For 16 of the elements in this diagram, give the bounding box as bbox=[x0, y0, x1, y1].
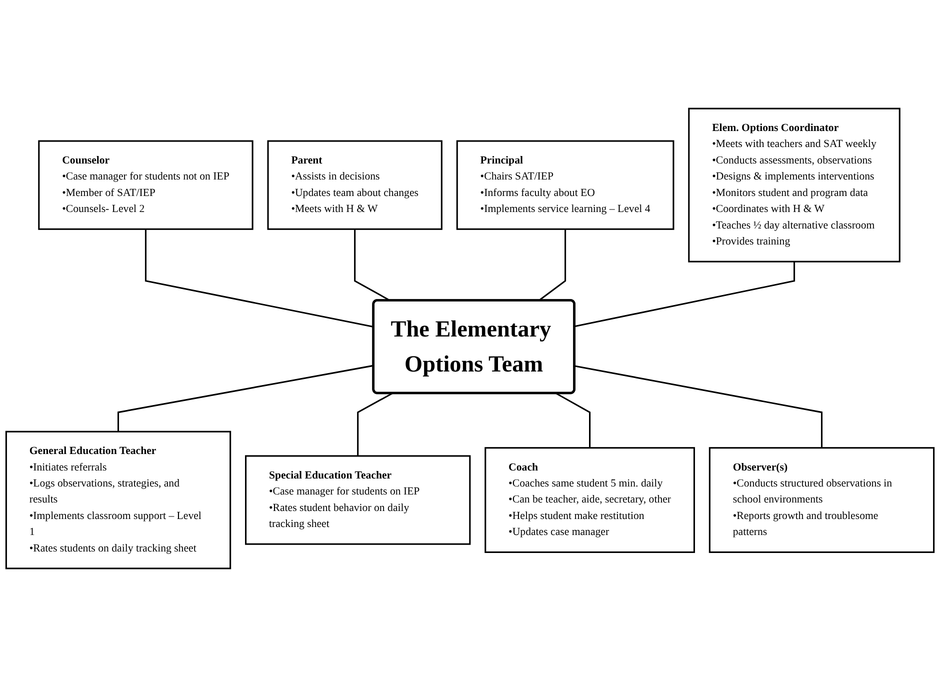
node-box: General Education Teacher •Initiates referrals •Logs observations, strategies, and results •Implements classroom support – Level 1 •Rates students on daily tracking sheet bbox=[5, 430, 232, 570]
node-box: Coach •Coaches same student 5 min. daily •Can be teacher, aide, secretary, other •Helps student make restitution •Updates case manager bbox=[484, 447, 695, 553]
connector bbox=[574, 262, 796, 328]
node-box: Special Education Teacher •Case manager for students on IEP •Rates student behavior on daily tracking sheet bbox=[245, 455, 471, 545]
node-box: Parent •Assists in decisions •Updates team about changes •Meets with H & W bbox=[267, 140, 442, 230]
node-box: Counselor •Case manager for students not on IEP •Member of SAT/IEP •Counsels- Level 2 bbox=[38, 140, 254, 230]
connector bbox=[354, 229, 391, 302]
connector bbox=[538, 229, 566, 302]
connector bbox=[357, 392, 393, 456]
connector bbox=[144, 229, 374, 328]
node-box: Principal •Chairs SAT/IEP •Informs faculty about EO •Implements service learning – Level 4 bbox=[456, 140, 674, 230]
node-box: Elem. Options Coordinator •Meets with teachers and SAT weekly •Conducts assessments, observations •Designs & implements interventions •Monitors student and program data •Coordinates with H & W •Teaches ½ day alternative classroom •Provides training bbox=[688, 108, 900, 262]
connector bbox=[574, 365, 823, 448]
connector bbox=[117, 364, 374, 432]
node-box: Observer(s) •Conducts structured observations in school environments •Reports growth and troublesome patterns bbox=[708, 447, 935, 553]
connector bbox=[556, 392, 591, 448]
